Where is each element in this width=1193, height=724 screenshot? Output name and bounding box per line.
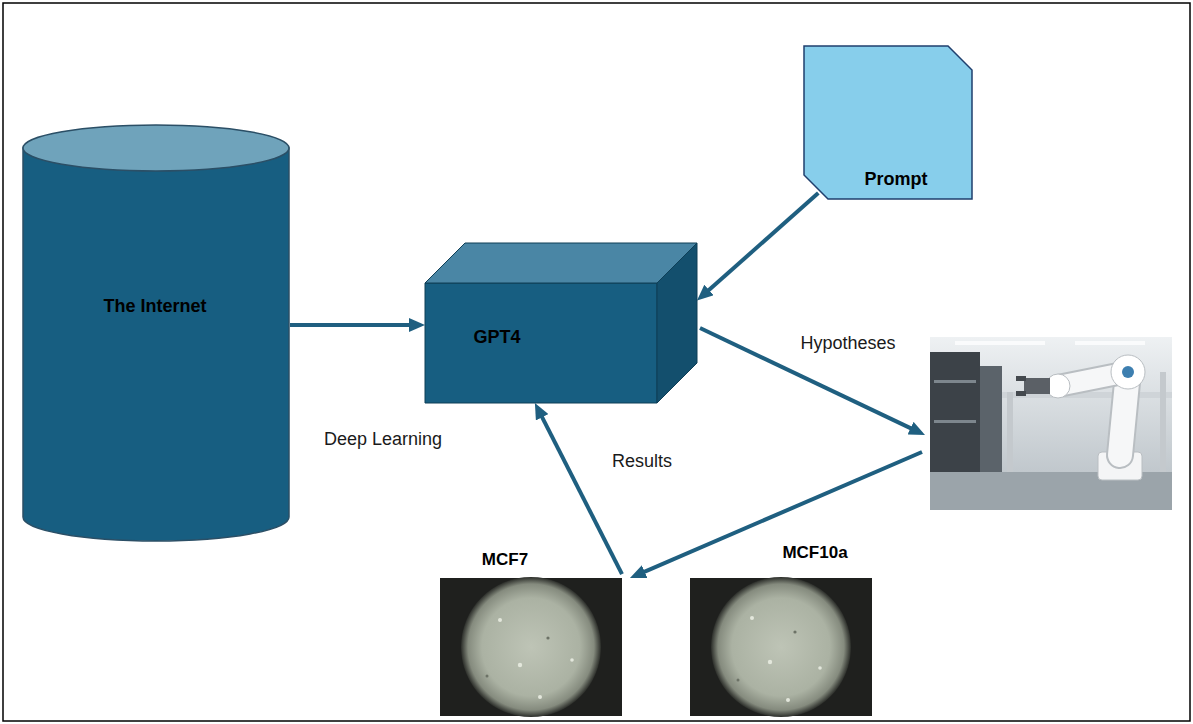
node-label: MCF7	[482, 550, 528, 570]
cell-speck	[750, 616, 754, 620]
cell-speck	[768, 660, 772, 664]
cell-speck	[538, 695, 542, 699]
field-of-view	[711, 577, 851, 717]
robot-joint	[1111, 355, 1145, 389]
robot-photo	[930, 337, 1172, 510]
cell-speck	[793, 630, 796, 633]
machine-shelf	[934, 380, 976, 383]
box-top	[425, 243, 697, 283]
node-outline	[22, 124, 290, 542]
frame-border	[3, 3, 1190, 721]
cell-image-panel: MCF10a	[690, 540, 872, 716]
image-ground	[690, 578, 872, 716]
flow-label: Hypotheses	[798, 333, 897, 355]
cell-speck	[818, 666, 822, 670]
flow-arrow	[700, 328, 918, 432]
connector-arrow	[703, 193, 818, 295]
cylinder-top	[23, 125, 289, 171]
prompt-card: Prompt	[803, 45, 973, 200]
microscope-image	[690, 577, 872, 717]
cell-speck	[498, 618, 502, 622]
node-label: MCF10a	[782, 543, 847, 563]
microscope-image	[440, 577, 622, 717]
field-of-view	[461, 577, 601, 717]
box-side	[657, 243, 697, 403]
node-label: Prompt	[865, 169, 928, 191]
cell-speck	[570, 658, 574, 662]
model-box: GPT4	[425, 243, 697, 403]
snipped-card	[804, 46, 972, 199]
node-label: GPT4	[473, 327, 520, 349]
robot-gripper	[1024, 378, 1050, 394]
image-ground	[440, 578, 622, 716]
gripper-finger	[1016, 391, 1026, 396]
edge-label: Results	[610, 451, 674, 473]
box-front	[425, 283, 657, 403]
photo-ground	[930, 337, 1172, 510]
flow-arrow	[637, 452, 922, 575]
node-outline	[425, 243, 697, 403]
ceiling-light	[955, 341, 1045, 345]
gripper-finger	[1016, 376, 1026, 381]
database-cylinder: The Internet	[22, 124, 290, 542]
cell-speck	[546, 636, 549, 639]
cylinder-body	[23, 148, 289, 541]
cell-speck	[486, 675, 489, 678]
node-label: The Internet	[103, 296, 206, 318]
cell-speck	[786, 698, 790, 702]
connector-arrow	[539, 410, 622, 574]
connector-arrow	[290, 323, 417, 327]
machine-shelf	[934, 420, 976, 423]
cell-speck	[518, 663, 522, 667]
flow-label: Deep Learning	[322, 429, 444, 451]
cell-image-panel: MCF7	[440, 545, 622, 716]
ceiling-light	[1075, 341, 1145, 345]
cell-speck	[737, 679, 740, 682]
robot-logo	[1122, 366, 1134, 378]
